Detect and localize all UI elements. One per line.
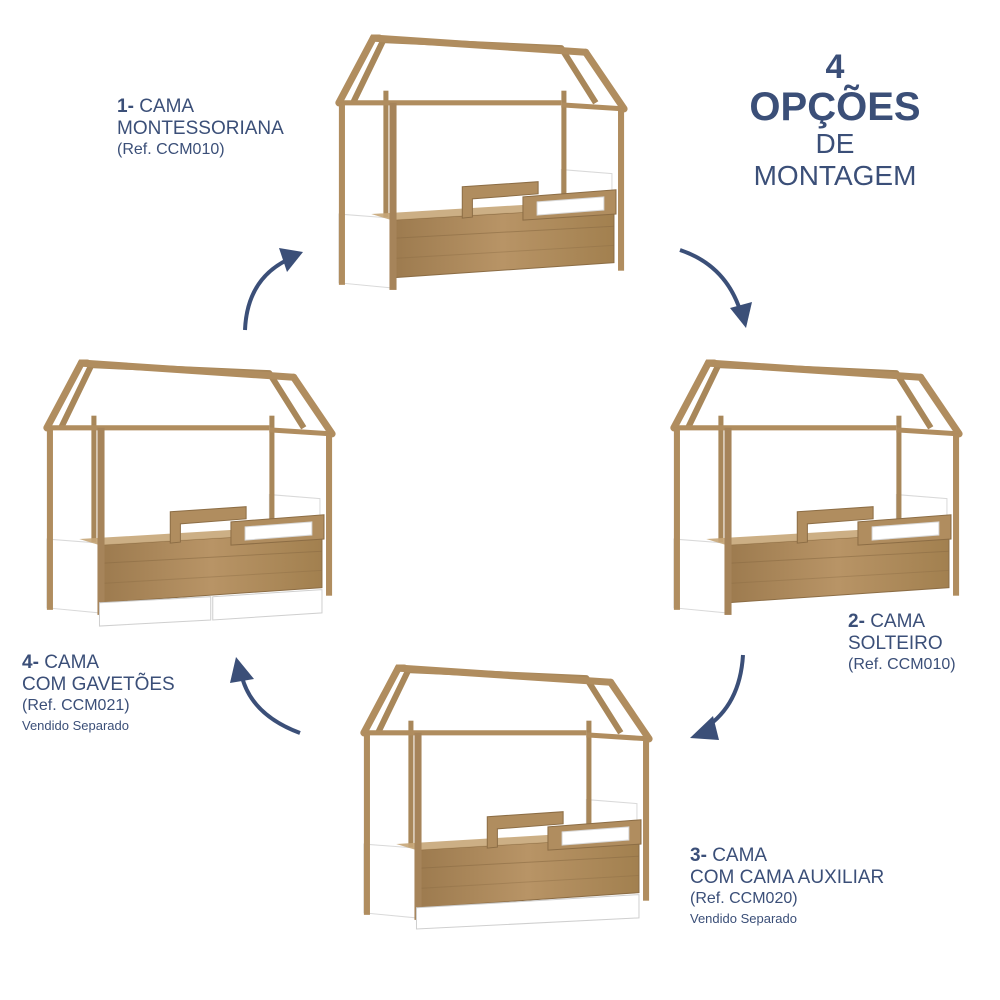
option-2-ref: (Ref. CCM010) [848,655,956,673]
option-3-ref: (Ref. CCM020) [690,889,798,907]
option-3-label: 3- CAMA COM CAMA AUXILIAR (Ref. CCM020) … [690,845,884,926]
option-4-label: 4- CAMA COM GAVETÕES (Ref. CCM021) Vendi… [22,652,175,733]
option-3-number: 3- [690,845,707,866]
bed-image-solteiro [665,355,970,623]
option-3-note: Vendido Separado [690,910,797,926]
option-3-line1: CAMA [712,845,768,866]
option-1-ref: (Ref. CCM010) [117,140,225,158]
option-2-label: 2- CAMA SOLTEIRO (Ref. CCM010) [848,611,956,675]
title-options: OPÇÕES [749,84,921,129]
arrow-4-to-1 [243,248,303,331]
bed-image-montessoriana [330,30,635,298]
arrow-1-to-2 [679,248,752,328]
option-1-label: 1- CAMA MONTESSORIANA (Ref. CCM010) [117,96,284,160]
bed-image-gavetoes [38,355,343,627]
bed-image-cama-auxiliar [355,660,660,930]
title-montagem: MONTAGEM [753,159,917,191]
option-2-line2: SOLTEIRO [848,633,943,655]
option-2-number: 2- [848,611,865,632]
option-4-line1: CAMA [44,652,100,673]
drawer-right [212,589,323,621]
title-de: DE [815,127,855,159]
title-number: 4 [825,48,845,86]
option-4-note: Vendido Separado [22,717,129,733]
option-1-number: 1- [117,96,134,117]
option-2-line1: CAMA [870,611,926,632]
option-1-line2: MONTESSORIANA [117,118,284,140]
option-3-line2: COM CAMA AUXILIAR [690,867,885,889]
page-title: 4 OPÇÕES DE MONTAGEM [735,48,935,192]
option-4-number: 4- [22,652,39,673]
trundle-drawer [415,894,640,930]
option-1-line1: CAMA [139,96,195,117]
arrow-2-to-3 [690,654,745,740]
option-4-ref: (Ref. CCM021) [22,696,130,714]
drawer-left [98,596,212,627]
arrow-3-to-4 [230,657,301,735]
option-4-line2: COM GAVETÕES [22,674,175,696]
